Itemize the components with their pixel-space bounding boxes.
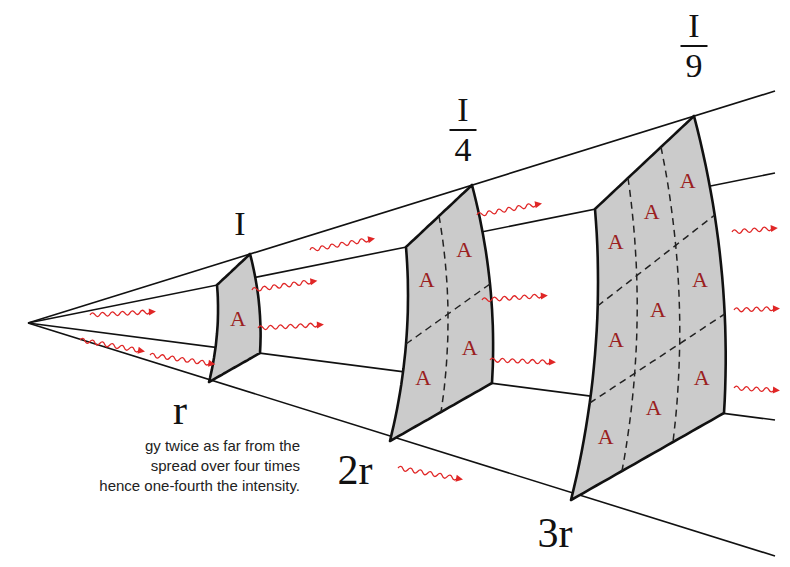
patch-shape — [209, 254, 261, 382]
wave-arrow — [79, 337, 145, 355]
caption-line: spread over four times — [151, 457, 300, 475]
intensity-label: I — [457, 93, 468, 127]
wave-arrow — [734, 385, 780, 394]
wave-arrow — [732, 225, 778, 236]
wave-arrow — [397, 465, 463, 483]
grid-dash — [406, 284, 490, 344]
area-label: A — [598, 426, 614, 448]
patch-shape — [390, 185, 493, 441]
fraction-bar — [450, 129, 477, 131]
intensity-denominator: 4 — [455, 133, 472, 167]
grid-dash — [590, 314, 725, 403]
patch-outline — [386, 181, 498, 445]
area-label: A — [456, 239, 472, 261]
area-label: A — [694, 367, 710, 389]
wavefront-patch: I4AAAA — [386, 181, 498, 445]
grid-dash — [439, 216, 448, 412]
intensity-denominator: 9 — [686, 49, 703, 83]
caption-line: hence one-fourth the intensity. — [99, 477, 300, 495]
wave-arrow — [90, 308, 156, 318]
wave-arrow — [476, 200, 542, 218]
wave-arrow — [309, 235, 375, 253]
area-label: A — [680, 170, 696, 192]
area-label: A — [644, 201, 660, 223]
wave-arrow — [150, 352, 216, 368]
grid-dash — [661, 147, 680, 442]
grid-dash — [598, 215, 715, 306]
area-label: A — [608, 329, 624, 351]
area-label: A — [230, 308, 246, 330]
area-label: A — [608, 231, 624, 253]
wave-arrow — [490, 357, 556, 366]
grid-dash — [622, 178, 637, 471]
distance-label: 3r — [538, 512, 573, 554]
area-label: A — [462, 337, 478, 359]
intensity-label: I — [688, 9, 699, 43]
area-label: A — [692, 269, 708, 291]
wavefront-patch: I9AAAAAAAAA — [567, 112, 730, 504]
area-label: A — [419, 269, 435, 291]
wave-arrow — [734, 305, 780, 314]
distance-label: 2r — [338, 449, 373, 491]
area-label: A — [415, 367, 431, 389]
area-label: A — [650, 299, 666, 321]
wave-arrow — [252, 277, 318, 293]
wavefront-patch: IA — [205, 250, 265, 386]
caption-line: gy twice as far from the — [145, 437, 300, 455]
patch-shape — [571, 116, 726, 500]
fraction-bar — [681, 45, 708, 47]
area-label: A — [646, 397, 662, 419]
distance-label: r — [173, 389, 187, 431]
patch-outline — [567, 112, 730, 504]
wave-arrow — [258, 321, 324, 331]
intensity-label: I — [234, 207, 245, 241]
